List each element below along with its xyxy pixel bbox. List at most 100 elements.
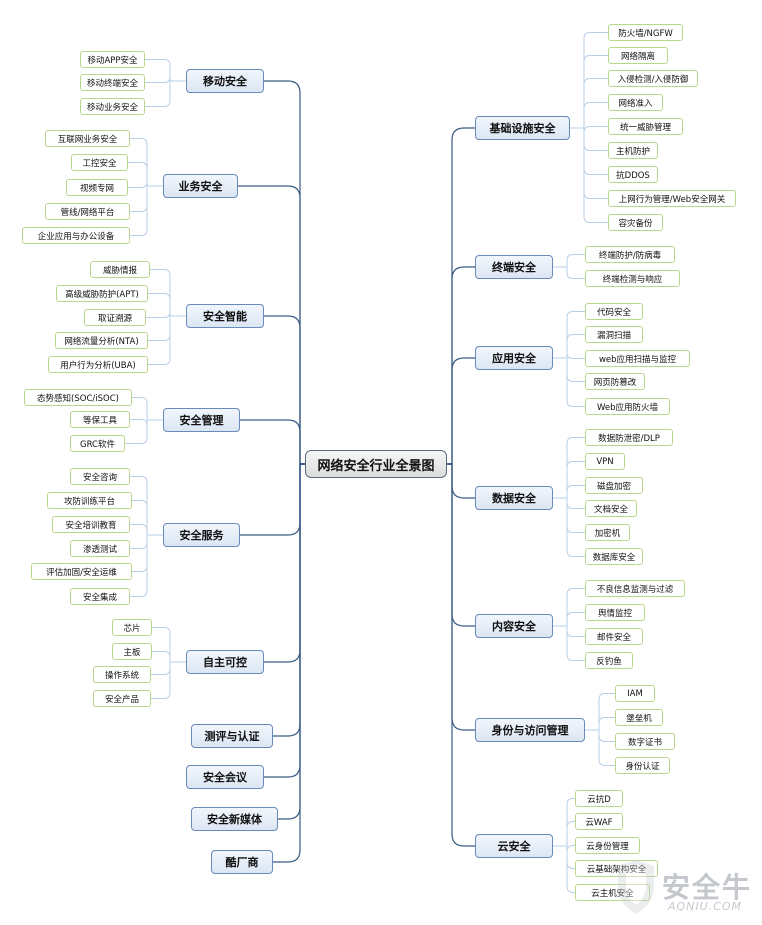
left-leaf-1-3: 管线/网络平台	[45, 203, 130, 220]
right-leaf-6-1: 云WAF	[575, 813, 623, 830]
leaf-link-right-0-2	[475, 78, 608, 129]
right-leaf-0-7: 上网行为管理/Web安全网关	[608, 190, 736, 207]
leaf-link-left-5-0	[152, 627, 264, 663]
leaf-link-left-1-2	[128, 181, 238, 188]
watermark-domain: AQNIU.COM	[668, 900, 743, 913]
leaf-link-left-0-0	[145, 59, 264, 82]
right-leaf-0-1: 网络隔离	[608, 47, 668, 64]
leaf-link-right-4-1	[475, 612, 585, 627]
left-leaf-4-5: 安全集成	[70, 588, 130, 605]
left-leaf-0-1: 移动终端安全	[80, 74, 145, 91]
leaf-link-right-4-0	[475, 588, 585, 627]
leaf-link-right-2-0	[475, 311, 585, 359]
leaf-link-left-4-1	[132, 500, 240, 536]
root-node: 网络安全行业全景图	[305, 450, 447, 478]
left-leaf-5-2: 操作系统	[93, 666, 151, 683]
right-leaf-1-1: 终端检测与响应	[585, 270, 680, 287]
branch-right-6	[447, 463, 475, 847]
right-leaf-1-0: 终端防护/防病毒	[585, 246, 675, 263]
leaf-link-left-2-2	[146, 311, 264, 318]
right-leaf-6-0: 云抗D	[575, 790, 623, 807]
right-leaf-3-2: 磁盘加密	[585, 477, 643, 494]
right-leaf-2-0: 代码安全	[585, 303, 643, 320]
left-leaf-2-0: 威胁情报	[90, 261, 150, 278]
right-branch-1: 终端安全	[475, 255, 553, 279]
right-leaf-4-3: 反钓鱼	[585, 652, 633, 669]
left-leaf-2-2: 取证溯源	[84, 309, 146, 326]
right-leaf-3-0: 数据防泄密/DLP	[585, 429, 673, 446]
right-branch-3: 数据安全	[475, 486, 553, 510]
left-leaf-1-1: 工控安全	[71, 154, 128, 171]
right-leaf-2-1: 漏洞扫描	[585, 326, 643, 343]
leaf-link-left-4-2	[130, 524, 240, 536]
left-branch-1: 业务安全	[163, 174, 238, 198]
leaf-link-right-5-1	[475, 717, 615, 731]
leaf-link-right-6-4	[475, 845, 575, 893]
branch-left-4	[240, 463, 305, 536]
right-leaf-2-4: Web应用防火墙	[585, 398, 670, 415]
right-leaf-0-0: 防火墙/NGFW	[608, 24, 683, 41]
left-leaf-4-1: 攻防训练平台	[47, 492, 132, 509]
left-branch-4: 安全服务	[163, 523, 240, 547]
branch-right-3	[447, 463, 475, 499]
leaf-link-left-1-0	[130, 138, 238, 187]
right-leaf-0-3: 网络准入	[608, 94, 663, 111]
left-branch-9: 酷厂商	[211, 850, 273, 874]
branch-right-2	[447, 357, 475, 465]
leaf-link-right-0-3	[475, 102, 608, 129]
watermark-brand: 安全牛	[662, 871, 753, 904]
leaf-link-right-4-3	[475, 625, 585, 661]
branch-left-8	[278, 463, 305, 820]
right-branch-4: 内容安全	[475, 614, 553, 638]
left-leaf-1-0: 互联网业务安全	[45, 130, 130, 147]
branch-right-5	[447, 463, 475, 731]
right-leaf-0-2: 入侵检测/入侵防御	[608, 70, 698, 87]
left-branch-5: 自主可控	[186, 650, 264, 674]
branch-left-5	[264, 463, 305, 663]
leaf-link-right-0-0	[475, 32, 608, 129]
left-leaf-3-1: 等保工具	[70, 411, 130, 428]
right-branch-2: 应用安全	[475, 346, 553, 370]
branch-left-1	[238, 185, 305, 465]
right-leaf-3-4: 加密机	[585, 524, 630, 541]
right-leaf-2-3: 网页防篡改	[585, 373, 645, 390]
leaf-link-left-2-4	[148, 315, 264, 365]
right-leaf-3-3: 文档安全	[585, 500, 637, 517]
right-branch-5: 身份与访问管理	[475, 718, 585, 742]
left-branch-8: 安全新媒体	[191, 807, 278, 831]
left-leaf-4-3: 渗透测试	[70, 540, 130, 557]
right-leaf-0-8: 容灾备份	[608, 214, 663, 231]
right-leaf-0-4: 统一威胁管理	[608, 118, 683, 135]
right-leaf-5-2: 数字证书	[615, 733, 675, 750]
leaf-link-left-1-4	[130, 185, 238, 236]
left-leaf-2-3: 网络流量分析(NTA)	[55, 332, 148, 349]
leaf-link-left-3-2	[125, 419, 240, 444]
right-leaf-5-1: 堡垒机	[615, 709, 663, 726]
left-leaf-4-2: 安全培训教育	[52, 516, 130, 533]
right-leaf-3-1: VPN	[585, 453, 625, 470]
branch-left-9	[273, 463, 305, 863]
leaf-link-right-3-1	[475, 461, 585, 499]
left-leaf-2-1: 高级威胁防护(APT)	[56, 285, 148, 302]
right-branch-0: 基础设施安全	[475, 116, 570, 140]
right-leaf-6-4: 云主机安全	[575, 884, 650, 901]
left-leaf-0-2: 移动业务安全	[80, 98, 145, 115]
left-leaf-3-2: GRC软件	[70, 435, 125, 452]
leaf-link-right-6-0	[475, 798, 575, 847]
left-leaf-3-0: 态势感知(SOC/iSOC)	[24, 389, 132, 406]
left-leaf-4-4: 评估加固/安全运维	[31, 563, 132, 580]
left-branch-2: 安全智能	[186, 304, 264, 328]
left-branch-6: 测评与认证	[191, 724, 273, 748]
shield-icon	[618, 860, 654, 914]
leaf-link-right-5-3	[475, 729, 615, 766]
branch-left-2	[264, 315, 305, 465]
leaf-link-left-5-3	[151, 661, 264, 699]
left-leaf-1-2: 视频专网	[66, 179, 128, 196]
branch-right-0	[447, 127, 475, 465]
right-leaf-5-0: IAM	[615, 685, 655, 702]
branch-left-3	[240, 419, 305, 465]
leaf-link-left-4-5	[130, 534, 240, 597]
right-leaf-0-5: 主机防护	[608, 142, 658, 159]
leaf-link-right-1-1	[475, 266, 585, 279]
